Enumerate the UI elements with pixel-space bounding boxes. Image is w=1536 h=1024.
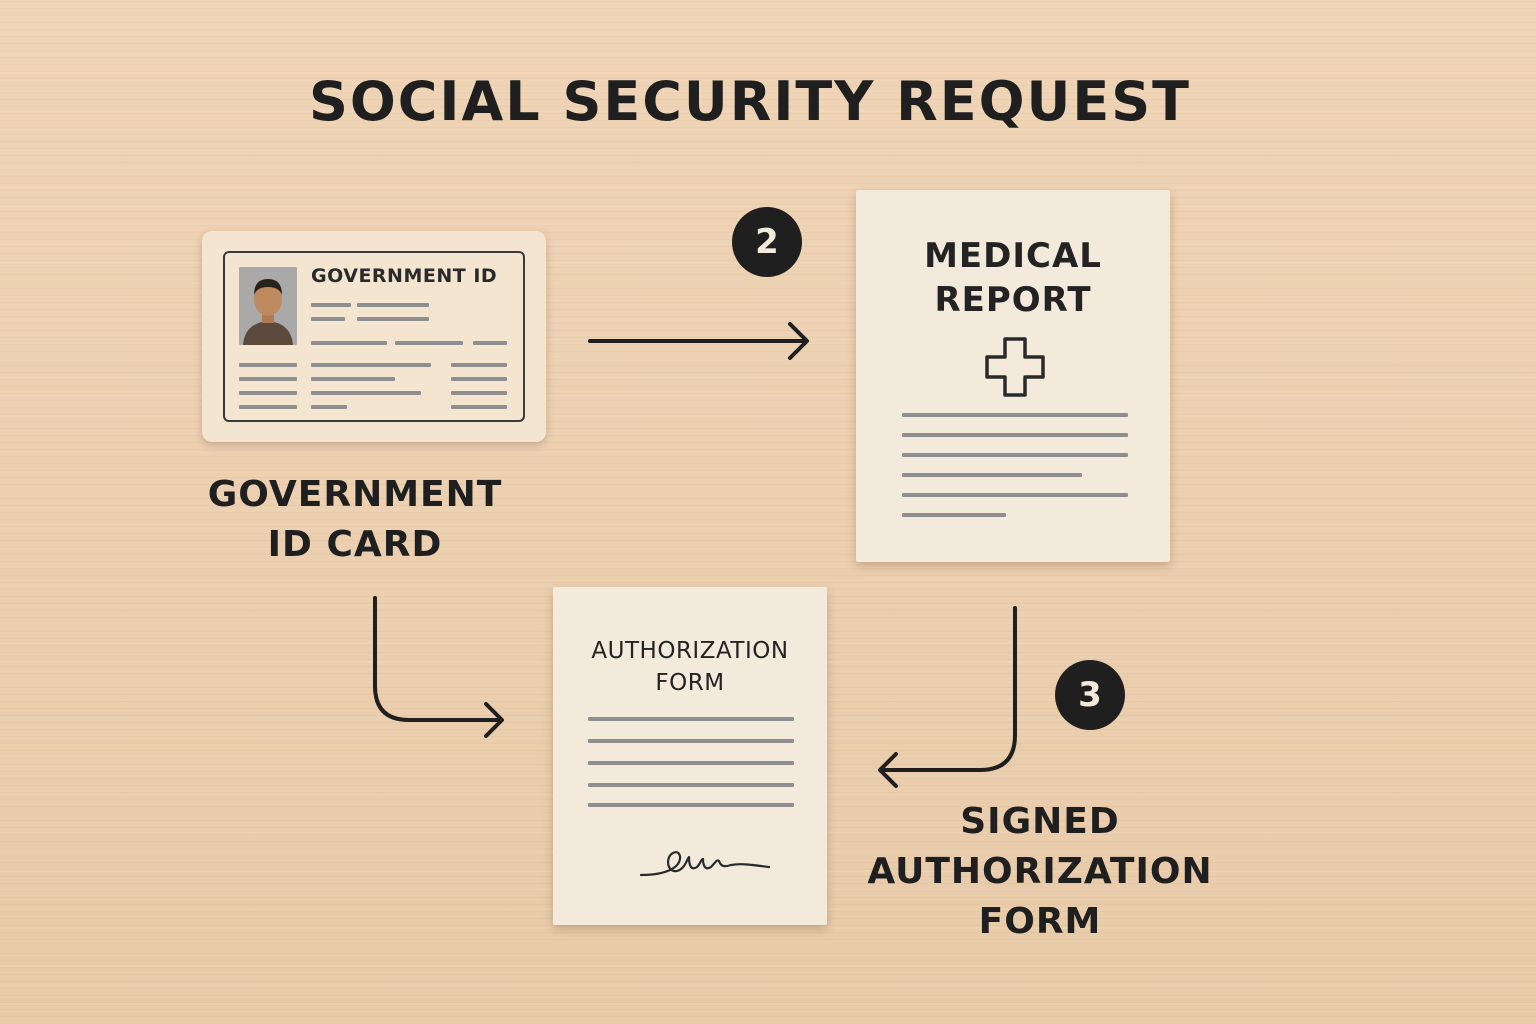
placeholder-line [451, 391, 507, 395]
placeholder-line [451, 363, 507, 367]
government-id-card: GOVERNMENT ID [202, 231, 546, 442]
placeholder-line [588, 783, 794, 787]
placeholder-line [395, 341, 463, 345]
placeholder-line [239, 377, 297, 381]
placeholder-line [451, 377, 507, 381]
placeholder-line [588, 761, 794, 765]
authorization-form-document: AUTHORIZATION FORM [553, 587, 827, 925]
placeholder-line [311, 303, 351, 307]
placeholder-line [311, 363, 431, 367]
title-line: REPORT [934, 280, 1092, 320]
medical-cross-icon [985, 337, 1045, 397]
placeholder-line [311, 317, 345, 321]
medical-report-document: MEDICAL REPORT [856, 190, 1170, 562]
medical-report-title: MEDICAL REPORT [856, 234, 1170, 322]
placeholder-line [902, 473, 1082, 477]
arrow-medical-to-authorization [878, 606, 1017, 788]
placeholder-line [311, 405, 347, 409]
placeholder-line [451, 405, 507, 409]
placeholder-line [239, 391, 297, 395]
placeholder-line [588, 717, 794, 721]
placeholder-line [902, 493, 1128, 497]
caption-line: SIGNED [960, 801, 1120, 842]
title-line: FORM [655, 670, 725, 696]
caption-line: GOVERNMENT [207, 474, 503, 515]
step-3-badge: 3 [1055, 660, 1125, 730]
placeholder-line [357, 317, 429, 321]
title-line: MEDICAL [924, 236, 1102, 276]
signature-icon [639, 851, 771, 877]
placeholder-line [902, 433, 1128, 437]
placeholder-line [902, 413, 1128, 417]
title-line: AUTHORIZATION [591, 638, 789, 664]
arrow-id-to-medical [588, 322, 809, 360]
id-card-heading: GOVERNMENT ID [311, 265, 498, 287]
placeholder-line [239, 363, 297, 367]
placeholder-line [902, 513, 1006, 517]
placeholder-line [311, 377, 395, 381]
arrow-id-to-authorization [373, 596, 504, 738]
placeholder-line [588, 739, 794, 743]
step-2-badge: 2 [732, 207, 802, 277]
placeholder-line [588, 803, 794, 807]
caption-line: AUTHORIZATION [867, 851, 1213, 892]
page-title: SOCIAL SECURITY REQUEST [308, 70, 1192, 133]
person-avatar-icon [239, 267, 297, 345]
caption-line: ID CARD [267, 524, 443, 565]
placeholder-line [473, 341, 507, 345]
placeholder-line [311, 391, 421, 395]
placeholder-line [357, 303, 429, 307]
authorization-form-title: AUTHORIZATION FORM [553, 635, 827, 699]
signed-authorization-caption: SIGNED AUTHORIZATION FORM [850, 797, 1230, 947]
placeholder-line [239, 405, 297, 409]
placeholder-line [311, 341, 387, 345]
id-card-border: GOVERNMENT ID [223, 251, 525, 422]
placeholder-line [902, 453, 1128, 457]
government-id-caption: GOVERNMENT ID CARD [180, 470, 530, 570]
caption-line: FORM [978, 901, 1102, 942]
